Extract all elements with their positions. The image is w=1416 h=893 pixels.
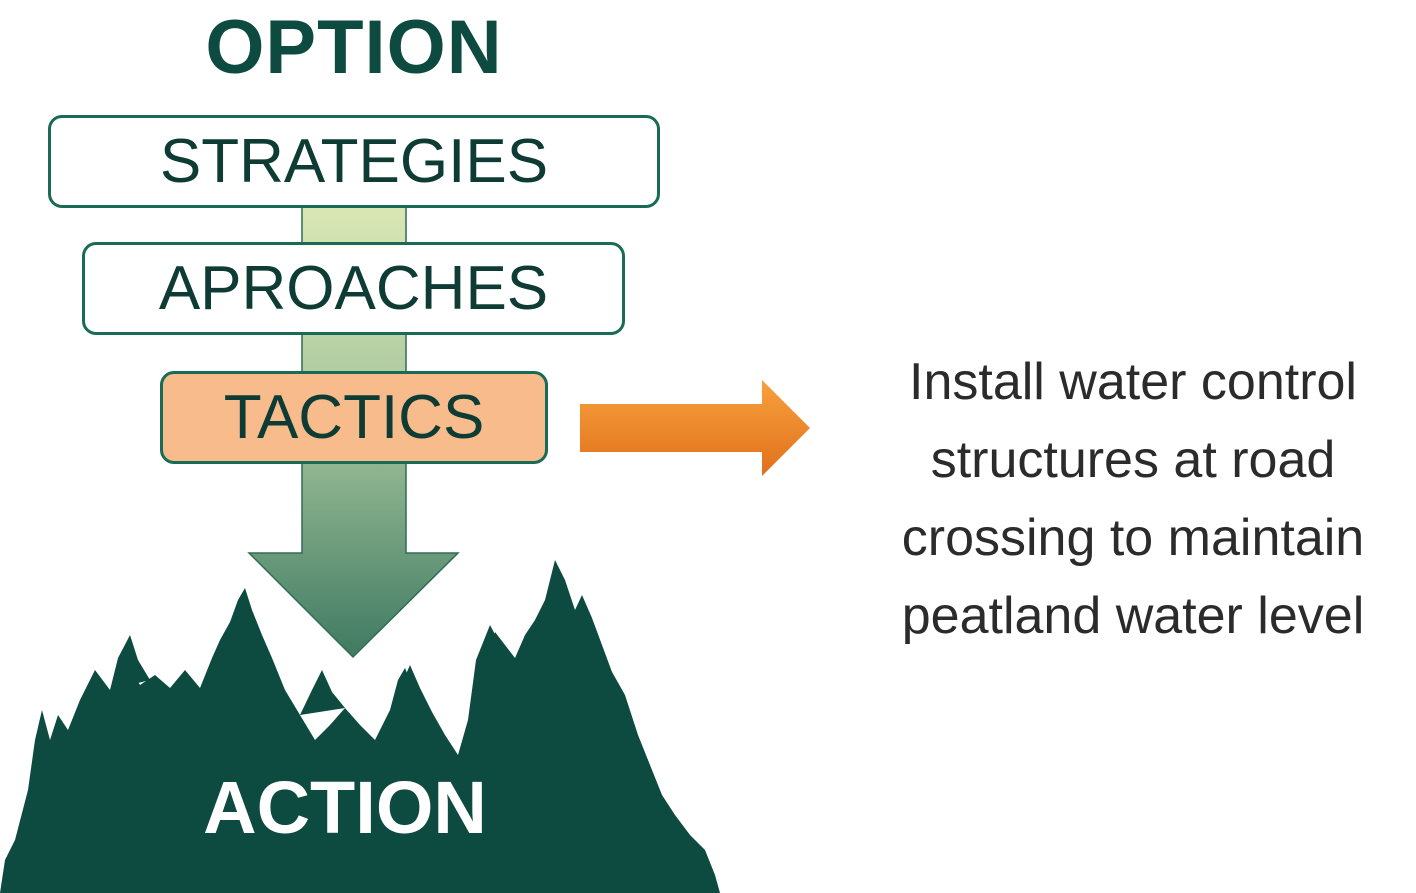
option-title: OPTION: [205, 5, 503, 90]
strategies-box: STRATEGIES: [48, 115, 660, 208]
action-label: ACTION: [203, 766, 487, 849]
tactics-box: TACTICS: [160, 371, 548, 464]
tactic-example-text: Install water control structures at road…: [901, 353, 1365, 645]
forest-silhouette-icon: [0, 560, 720, 893]
tactic-example-arrow: [580, 380, 810, 476]
approaches-box: APROACHES: [82, 242, 625, 335]
